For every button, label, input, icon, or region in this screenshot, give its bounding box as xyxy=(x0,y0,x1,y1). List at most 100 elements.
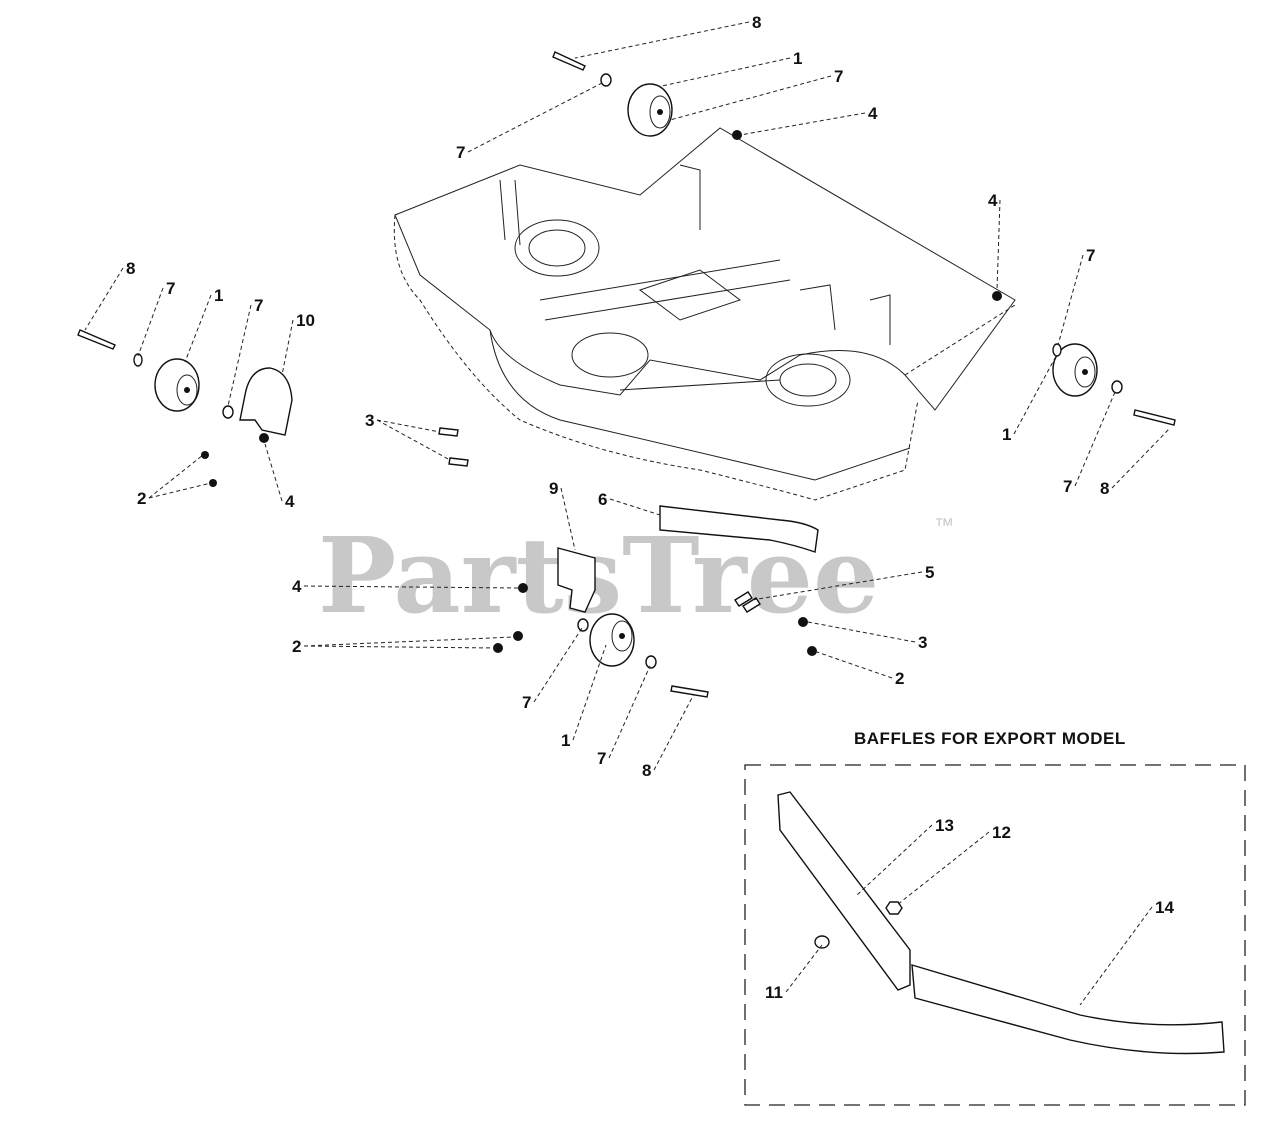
callout-4: 4 xyxy=(988,191,1001,291)
callout-label: 4 xyxy=(868,104,878,123)
callout-label: 11 xyxy=(765,983,783,1002)
bolt-11 xyxy=(814,935,830,949)
callout-label: 1 xyxy=(1002,425,1011,444)
leader-line xyxy=(785,944,823,993)
callout-8: 8 xyxy=(574,13,761,59)
mower-deck xyxy=(393,127,1016,501)
leader-line xyxy=(739,112,866,136)
leader-line xyxy=(560,487,576,551)
leader-line xyxy=(896,831,990,906)
callout-13: 13 xyxy=(856,816,954,896)
callout-8: 8 xyxy=(1100,427,1171,498)
leader-line xyxy=(533,627,583,703)
callout-label: 8 xyxy=(752,13,761,32)
wheel-top xyxy=(627,83,673,137)
leader-line xyxy=(1111,427,1171,489)
leader-line xyxy=(84,267,124,331)
export-model-inset: BAFFLES FOR EXPORT MODEL xyxy=(744,729,1246,1106)
callout-label: 2 xyxy=(292,637,301,656)
callout-label: 8 xyxy=(642,761,651,780)
callout-11: 11 xyxy=(765,944,823,1002)
callout-label: 8 xyxy=(1100,479,1109,498)
leader-line xyxy=(184,294,212,363)
callout-label: 8 xyxy=(126,259,135,278)
callout-5: 5 xyxy=(751,563,934,601)
callout-label: 7 xyxy=(456,143,465,162)
leader-line xyxy=(669,75,832,121)
inset-title: BAFFLES FOR EXPORT MODEL xyxy=(854,729,1126,748)
baffle-6 xyxy=(659,505,819,553)
wheel-left xyxy=(154,358,200,412)
callout-label: 4 xyxy=(285,492,295,511)
leader-line xyxy=(1057,254,1084,346)
callout-8: 8 xyxy=(84,259,135,331)
callout-label: 5 xyxy=(925,563,934,582)
baffle-14 xyxy=(911,964,1225,1055)
callout-7: 7 xyxy=(456,81,605,162)
callout-1: 1 xyxy=(661,49,802,87)
callout-7: 7 xyxy=(137,279,175,357)
callout-7: 7 xyxy=(522,627,583,712)
wheel-front xyxy=(589,613,635,667)
leader-line xyxy=(303,585,519,589)
callout-2: 2 xyxy=(816,651,904,688)
callout-label: 7 xyxy=(522,693,531,712)
leader-line xyxy=(227,304,252,407)
callout-4: 4 xyxy=(739,104,878,136)
leader-line xyxy=(816,651,893,679)
callout-label: 6 xyxy=(598,490,607,509)
callout-2: 2 xyxy=(137,454,212,508)
callout-label: 3 xyxy=(365,411,374,430)
callout-1: 1 xyxy=(1002,357,1056,444)
callout-label: 7 xyxy=(254,296,263,315)
callout-7: 7 xyxy=(669,67,843,121)
callout-10: 10 xyxy=(281,311,315,376)
callout-label: 7 xyxy=(597,749,606,768)
callout-4: 4 xyxy=(292,577,519,596)
callout-3: 3 xyxy=(807,621,927,652)
callout-label: 3 xyxy=(918,633,927,652)
callout-label: 7 xyxy=(1086,246,1095,265)
leader-line xyxy=(1079,906,1153,1006)
leader-line xyxy=(467,81,605,153)
callout-label: 1 xyxy=(793,49,802,68)
callout-7: 7 xyxy=(1063,391,1116,496)
nut-12 xyxy=(885,901,903,915)
watermark-trademark: ™ xyxy=(934,515,954,537)
callout-label: 1 xyxy=(214,286,223,305)
callout-label: 2 xyxy=(137,489,146,508)
callout-1: 1 xyxy=(184,286,223,363)
callout-9: 9 xyxy=(549,479,576,551)
leader-line xyxy=(661,57,791,87)
callout-label: 2 xyxy=(895,669,904,688)
leader-line xyxy=(148,482,212,499)
callout-2: 2 xyxy=(292,636,515,656)
callout-1: 1 xyxy=(561,644,607,750)
leader-line xyxy=(608,665,651,759)
leader-line xyxy=(1074,391,1116,487)
callout-label: 12 xyxy=(992,823,1011,842)
leader-line xyxy=(303,636,515,647)
leader-line xyxy=(856,824,933,896)
leader-line xyxy=(609,498,661,516)
bracket-10 xyxy=(239,367,293,436)
callout-label: 7 xyxy=(166,279,175,298)
leader-line xyxy=(653,693,695,771)
callout-8: 8 xyxy=(642,693,695,780)
leader-line xyxy=(303,645,497,649)
leader-line xyxy=(376,419,441,433)
callout-label: 13 xyxy=(935,816,954,835)
callout-7: 7 xyxy=(1057,246,1095,346)
baffle-13 xyxy=(777,791,911,991)
callout-label: 4 xyxy=(988,191,998,210)
leader-line xyxy=(264,443,283,502)
leader-line xyxy=(281,319,294,376)
leader-line xyxy=(751,571,923,601)
callout-label: 10 xyxy=(296,311,315,330)
callout-6: 6 xyxy=(598,490,661,516)
callout-label: 7 xyxy=(834,67,843,86)
callout-label: 4 xyxy=(292,577,302,596)
bolts xyxy=(77,51,1176,698)
